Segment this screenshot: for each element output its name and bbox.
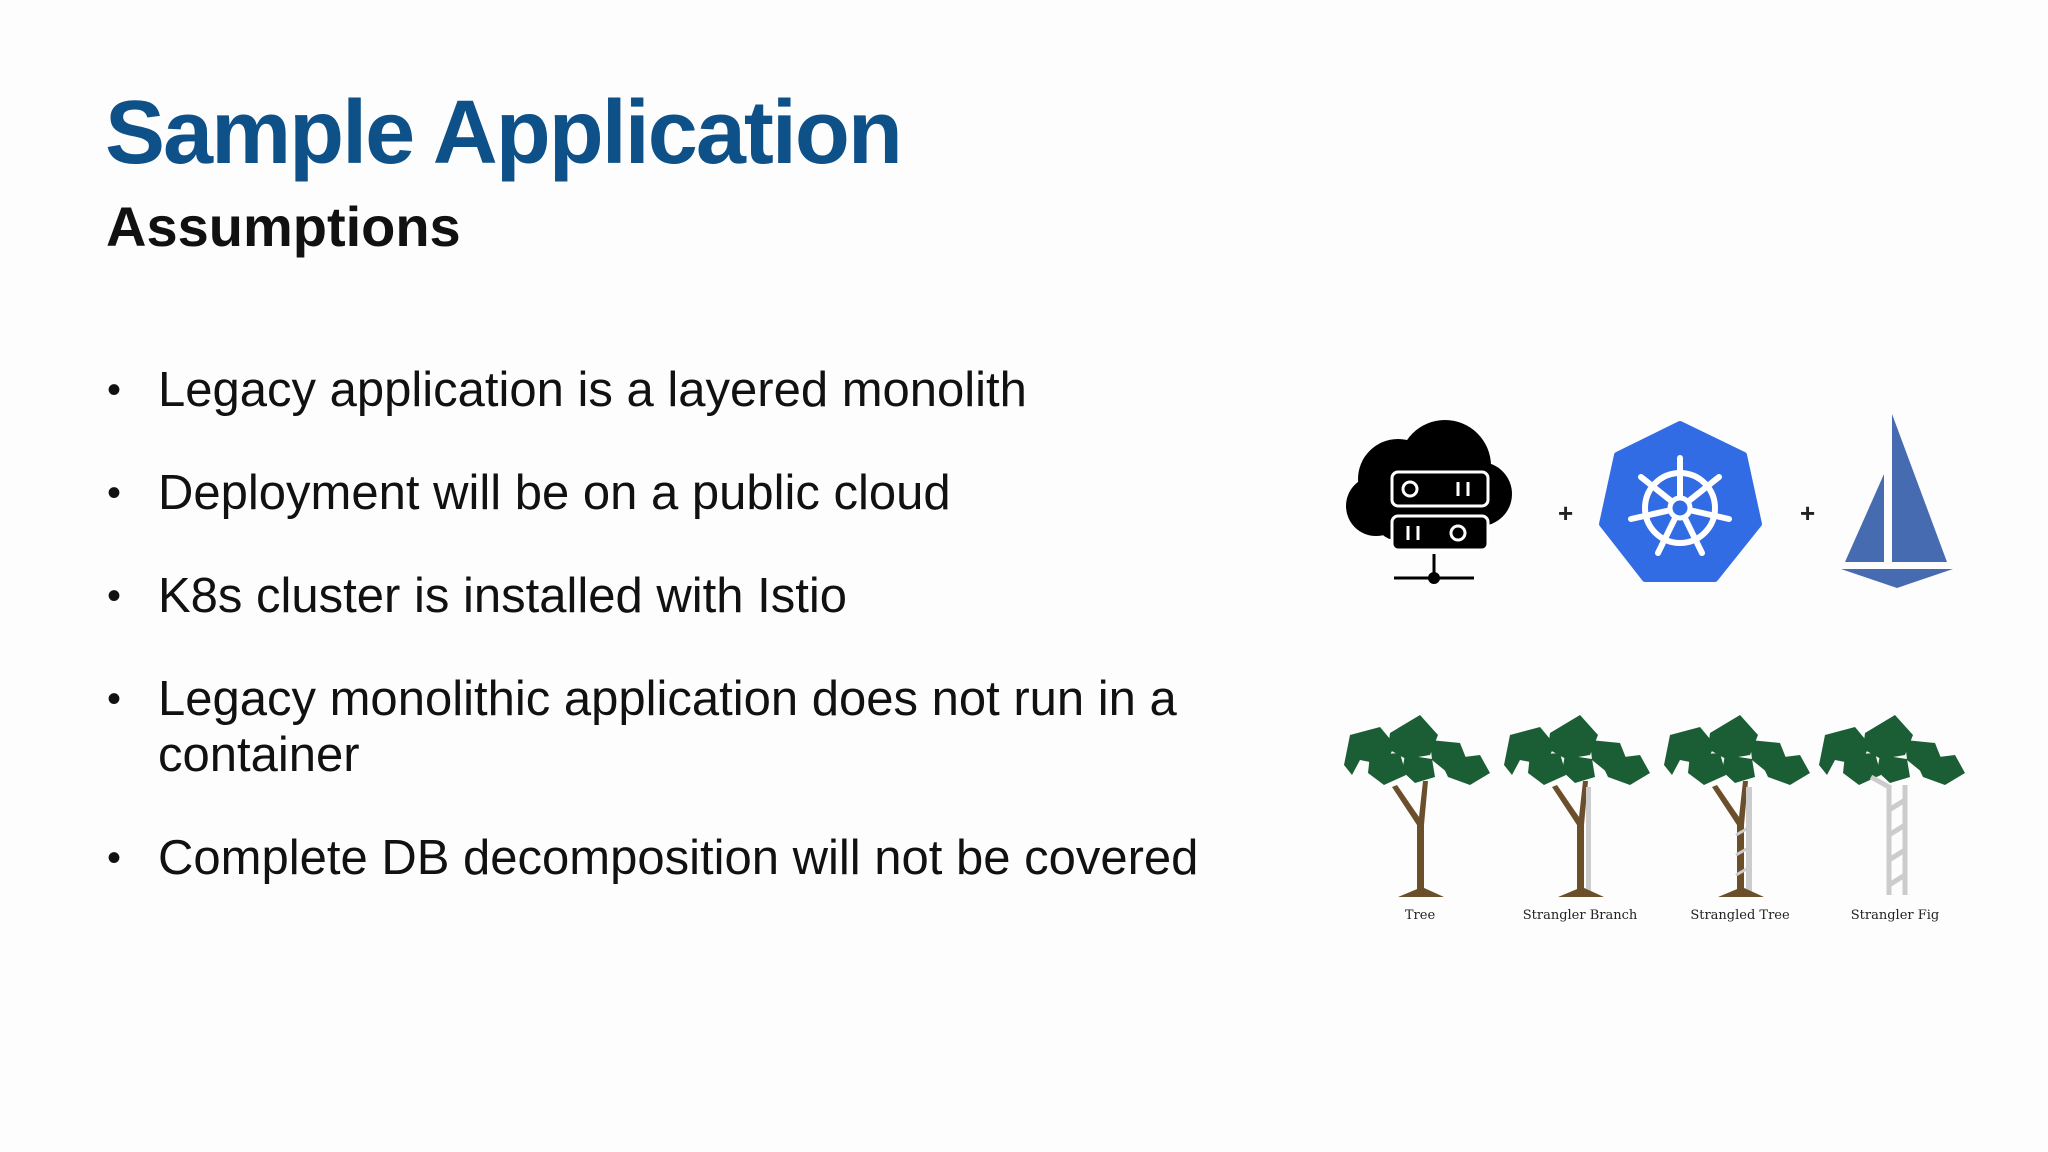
cloud-server-icon xyxy=(1346,420,1512,584)
slide-title: Sample Application xyxy=(105,83,903,183)
bullet-item: • K8s cluster is installed with Istio xyxy=(105,568,1305,624)
bullet-text: Legacy monolithic application does not r… xyxy=(158,672,1177,782)
tree-figure: Tree xyxy=(1340,715,1500,935)
bullet-dot: • xyxy=(107,836,122,880)
slide-subtitle: Assumptions xyxy=(106,195,461,258)
plus-sign: + xyxy=(1800,498,1816,528)
plus-sign: + xyxy=(1558,498,1574,528)
tree-label: Strangler Fig xyxy=(1850,908,1940,923)
bullet-dot: • xyxy=(107,368,122,412)
bullet-item: • Legacy monolithic application does not… xyxy=(105,671,1288,783)
tree-label: Tree xyxy=(1404,908,1436,923)
tree-label: Strangled Tree xyxy=(1690,908,1790,923)
bullet-dot: • xyxy=(107,471,122,515)
strangler-fig-diagram: Tree Strangler Branch xyxy=(1340,715,1980,935)
strangler-fig-icon xyxy=(1819,715,1965,895)
bullet-item: • Complete DB decomposition will not be … xyxy=(105,830,1358,886)
tree-figure: Strangler Branch xyxy=(1500,715,1660,935)
bullet-text: Legacy application is a layered monolith xyxy=(158,363,1027,417)
tech-icons-row: + + xyxy=(1340,410,1980,600)
bullet-list: • Legacy application is a layered monoli… xyxy=(105,362,1305,933)
tree-label: Strangler Branch xyxy=(1522,908,1638,923)
bullet-text: K8s cluster is installed with Istio xyxy=(158,569,847,623)
bullet-text: Complete DB decomposition will not be co… xyxy=(158,831,1199,885)
tree-figure: Strangler Fig xyxy=(1815,715,1975,935)
tree-icon xyxy=(1344,715,1490,897)
bullet-dot: • xyxy=(107,574,122,618)
bullet-dot: • xyxy=(107,677,122,721)
strangled-tree-icon xyxy=(1664,715,1810,897)
strangler-branch-icon xyxy=(1504,715,1650,897)
istio-sail-icon xyxy=(1841,414,1953,588)
bullet-item: • Legacy application is a layered monoli… xyxy=(105,362,1305,418)
bullet-item: • Deployment will be on a public cloud xyxy=(105,465,1305,521)
bullet-text: Deployment will be on a public cloud xyxy=(158,466,951,520)
kubernetes-helm-icon xyxy=(1599,421,1762,582)
tree-figure: Strangled Tree xyxy=(1660,715,1820,935)
